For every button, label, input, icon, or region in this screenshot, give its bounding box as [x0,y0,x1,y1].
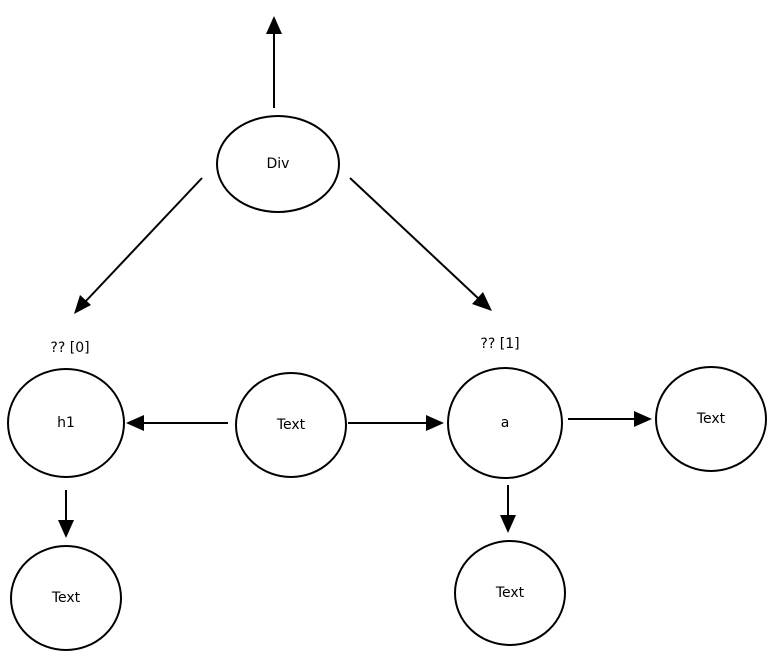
edge-div-to-left-child [74,177,203,314]
node-div: Div [216,115,340,213]
node-text-right: Text [655,366,767,472]
node-text-center-label: Text [276,417,306,433]
node-text-h1-child-label: Text [51,590,81,606]
node-text-h1-child: Text [10,545,122,651]
index-label-right: ?? [1] [480,336,519,352]
node-h1-label: h1 [57,415,75,431]
node-h1: h1 [7,368,125,478]
node-text-a-child: Text [454,540,566,646]
node-a: a [447,367,563,479]
edge-text-to-a [348,415,444,431]
node-text-a-child-label: Text [495,585,525,601]
edge-text-to-h1 [126,415,228,431]
edge-a-to-text-right [568,411,652,427]
edge-a-to-text [500,485,516,533]
node-text-center: Text [235,372,347,478]
index-label-left: ?? [0] [50,340,89,356]
edge-div-to-right-child [349,177,492,311]
edges [58,16,652,538]
edge-div-parent [266,16,282,108]
node-text-right-label: Text [696,411,726,427]
node-div-label: Div [267,156,290,172]
edge-h1-to-text [58,490,74,538]
node-a-label: a [501,415,510,431]
